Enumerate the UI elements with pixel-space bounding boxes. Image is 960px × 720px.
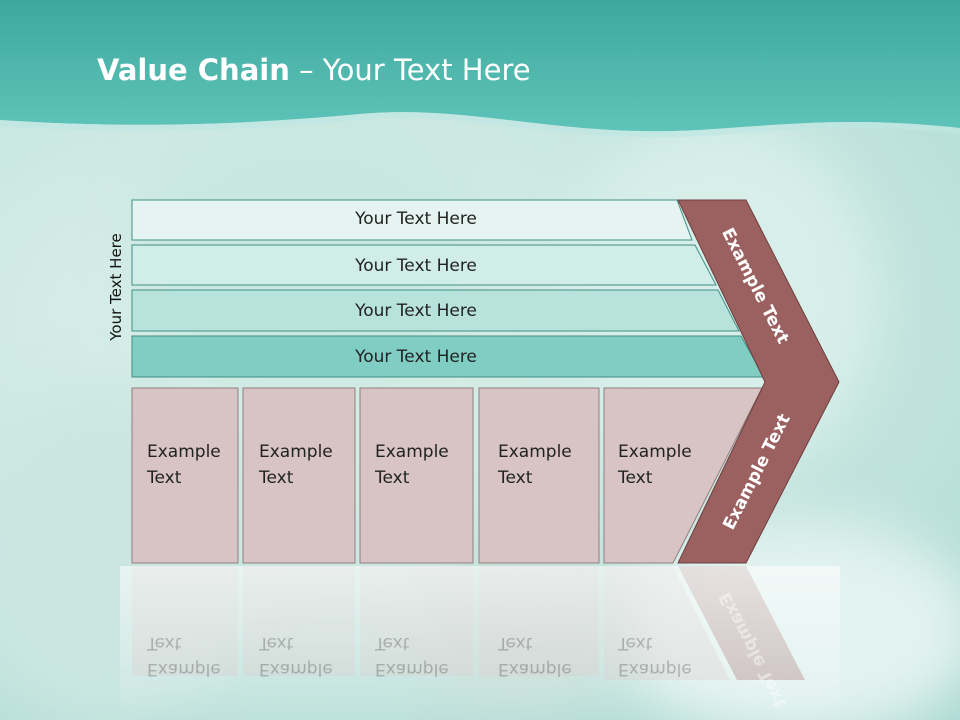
cell-5-line-1: Example [618, 442, 692, 462]
cell-4-reflection: Example Text [498, 630, 572, 682]
cell-3 [359, 387, 474, 564]
bar-4-label: Your Text Here [355, 347, 477, 367]
cell-4-line-1: Example [498, 442, 572, 462]
cell-3-reflection: Example Text [375, 630, 449, 682]
cell-3-reflection-line-2: Text [375, 633, 410, 653]
cell-5-line-2: Text [618, 468, 653, 488]
cell-5-reflection: Example Text [618, 630, 692, 682]
title-bold: Value Chain [97, 53, 290, 87]
cell-2-line-1: Example [259, 442, 333, 462]
cell-5-reflection-line-2: Text [618, 633, 653, 653]
cell-5-text: Example Text [618, 439, 692, 491]
cell-2-line-2: Text [259, 468, 294, 488]
bar-3 [131, 289, 740, 332]
cell-1-text: Example Text [147, 439, 221, 491]
cell-2-text: Example Text [259, 439, 333, 491]
cell-4 [478, 387, 600, 564]
cell-1 [131, 387, 239, 564]
side-label: Your Text Here [107, 233, 125, 341]
cell-3-reflection-line-1: Example [375, 659, 449, 679]
cell-2-reflection: Example Text [259, 630, 333, 682]
cell-3-text: Example Text [375, 439, 449, 491]
bar-3-label: Your Text Here [355, 301, 477, 321]
cell-1-line-1: Example [147, 442, 221, 462]
title-rest: – Your Text Here [289, 53, 531, 87]
bar-1-label: Your Text Here [355, 209, 477, 229]
cell-1-reflection-line-2: Text [147, 633, 182, 653]
bar-2 [131, 244, 717, 286]
cell-5 [603, 387, 763, 564]
cell-2-reflection-line-1: Example [259, 659, 333, 679]
cell-4-reflection-line-2: Text [498, 633, 533, 653]
cell-1-reflection: Example Text [147, 630, 221, 682]
cell-5-reflection-line-1: Example [618, 659, 692, 679]
cell-1-reflection-line-1: Example [147, 659, 221, 679]
bar-1 [131, 199, 693, 241]
cell-1-line-2: Text [147, 468, 182, 488]
cell-2 [242, 387, 356, 564]
cell-3-line-1: Example [375, 442, 449, 462]
slide-title: Value Chain – Your Text Here [97, 53, 531, 87]
cell-3-line-2: Text [375, 468, 410, 488]
cell-2-reflection-line-2: Text [259, 633, 294, 653]
bar-2-label: Your Text Here [355, 256, 477, 276]
cell-4-line-2: Text [498, 468, 533, 488]
cell-4-reflection-line-1: Example [498, 659, 572, 679]
chevron-arrow [677, 199, 840, 564]
cell-4-text: Example Text [498, 439, 572, 491]
